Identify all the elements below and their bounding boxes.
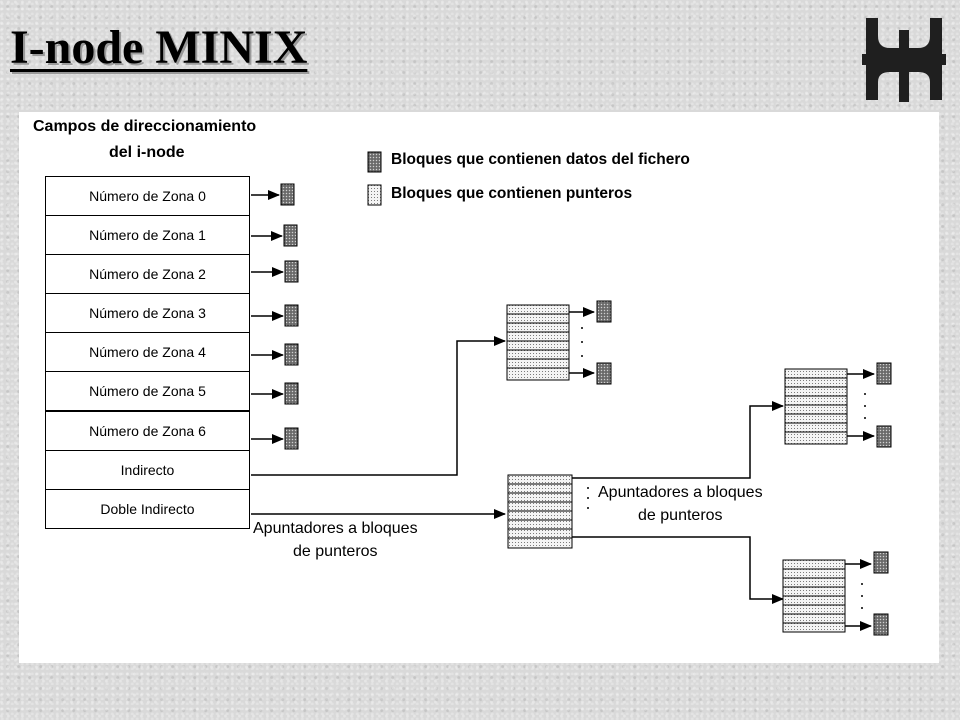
- second-level-lower-arrows: [845, 559, 872, 631]
- single-indirect-data-blocks: [596, 300, 612, 385]
- legend-pointer-block-swatch: [367, 184, 382, 206]
- single-indirect-pointer-block: [506, 304, 570, 381]
- diagram-heading-line1: Campos de direccionamiento: [33, 118, 257, 135]
- direct-zone-arrows: [251, 190, 284, 444]
- inode-field-double-indirect: Doble Indirecto: [45, 490, 250, 529]
- second-level-pointer-block-upper: [784, 368, 848, 445]
- inode-field-zone-0: Número de Zona 0: [45, 176, 250, 216]
- diagram-heading-line2: del i-node: [109, 144, 185, 161]
- second-level-upper-arrows: [847, 369, 875, 441]
- inode-field-zone-5: Número de Zona 5: [45, 372, 250, 412]
- inode-field-zone-2: Número de Zona 2: [45, 255, 250, 294]
- legend-data-blocks-label: Bloques que contienen datos del fichero: [391, 151, 690, 168]
- second-level-lower-ellipsis: [861, 583, 863, 609]
- inode-field-indirect: Indirecto: [45, 451, 250, 490]
- legend-data-block-swatch: [367, 151, 382, 173]
- inode-field-zone-1: Número de Zona 1: [45, 216, 250, 255]
- inode-diagram-panel: Campos de direccionamiento del i-node Bl…: [19, 112, 939, 663]
- second-level-upper-data-blocks: [876, 362, 892, 448]
- double-indirect-ellipsis: [587, 487, 589, 509]
- double-indirect-branch-connectors: [572, 401, 784, 604]
- pointer-blocks-note-2-line2: de punteros: [638, 507, 723, 524]
- pointer-blocks-note-1-line2: de punteros: [293, 543, 378, 560]
- slide-title: I-node MINIX: [10, 21, 308, 74]
- single-indirect-connector: [251, 336, 506, 476]
- diagram-graphics: [251, 151, 892, 636]
- second-level-upper-ellipsis: [864, 393, 866, 419]
- single-indirect-ellipsis: [581, 327, 583, 357]
- pointer-blocks-note-2: Apuntadores a bloques de punteros: [598, 481, 763, 527]
- pointer-blocks-note-1: Apuntadores a bloques de punteros: [253, 517, 418, 563]
- second-level-pointer-block-lower: [782, 559, 846, 633]
- inode-field-zone-3: Número de Zona 3: [45, 294, 250, 333]
- double-indirect-first-pointer-block: [507, 474, 573, 549]
- inode-field-zone-6: Número de Zona 6: [45, 412, 250, 451]
- inode-fields-table: Número de Zona 0 Número de Zona 1 Número…: [45, 176, 250, 529]
- inode-field-zone-4: Número de Zona 4: [45, 333, 250, 372]
- legend-pointer-blocks-label: Bloques que contienen punteros: [391, 185, 633, 202]
- pointer-blocks-note-2-line1: Apuntadores a bloques: [598, 484, 763, 501]
- direct-data-blocks: [280, 183, 299, 450]
- single-indirect-arrows: [569, 307, 595, 378]
- pointer-blocks-note-1-line1: Apuntadores a bloques: [253, 520, 418, 537]
- utn-logo-icon: [862, 18, 946, 102]
- second-level-lower-data-blocks: [873, 551, 889, 636]
